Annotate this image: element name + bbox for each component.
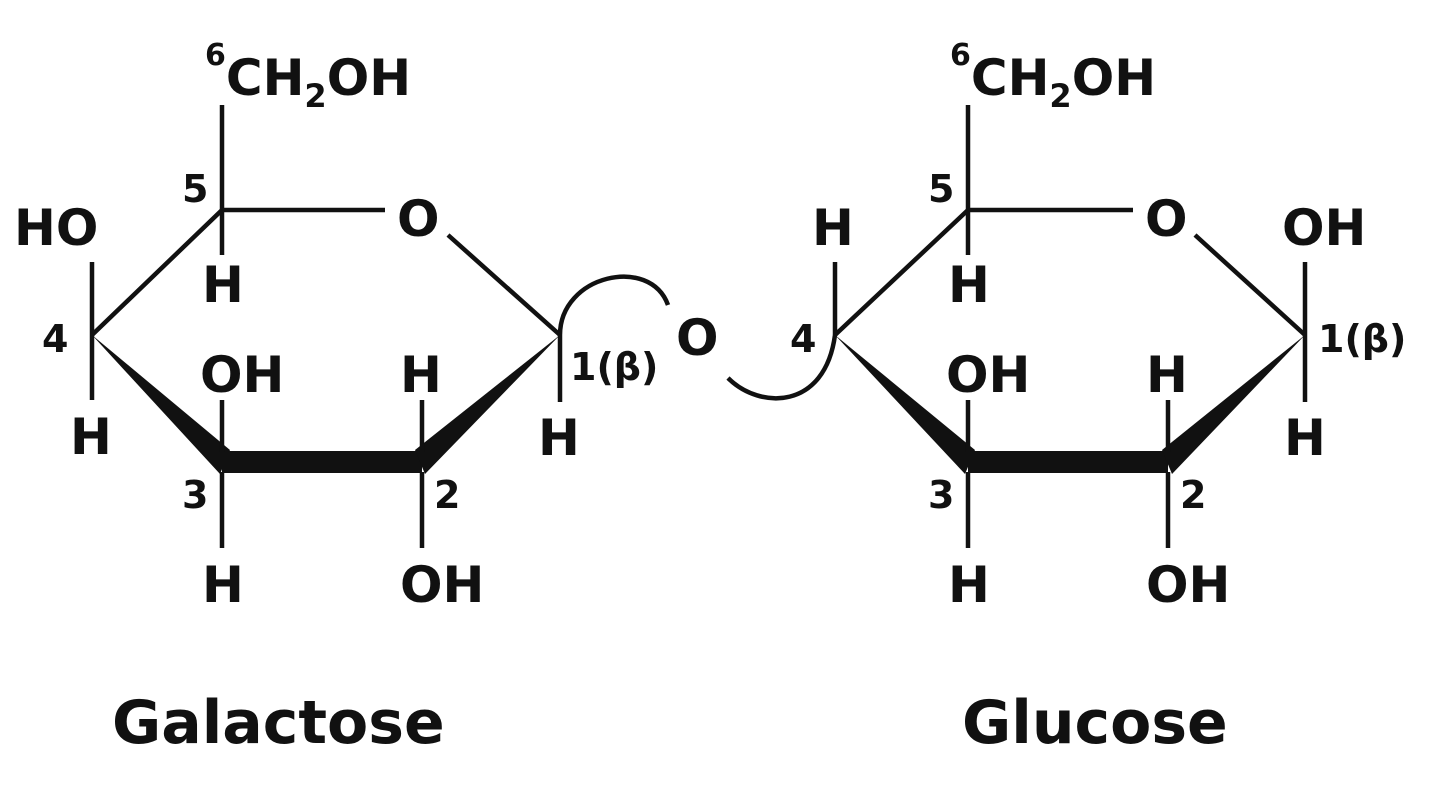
galactose-c2-oh: OH xyxy=(400,556,484,614)
galactose-c6-group: 6CH2OH xyxy=(205,38,411,115)
glucose-c1-oh: OH xyxy=(1282,199,1366,257)
glucose-c1-label: 1(β) xyxy=(1318,317,1406,361)
galactose-ring-bonds xyxy=(89,105,563,548)
galactose-c3-h: H xyxy=(202,556,244,614)
glucose-c3-oh: OH xyxy=(946,346,1030,404)
glucose-c2-number: 2 xyxy=(1180,473,1206,517)
galactose-c6-ch: CH xyxy=(226,49,305,107)
galactose-c3-oh: OH xyxy=(200,346,284,404)
galactose-ring-oxygen: O xyxy=(397,190,440,248)
galactose-c6-oh: OH xyxy=(327,49,411,107)
galactose-c6-subscript: 2 xyxy=(304,77,326,115)
galactose-c6-number: 6 xyxy=(205,38,226,73)
glycosidic-oxygen: O xyxy=(676,309,719,367)
glucose-c3-h: H xyxy=(948,556,990,614)
glucose-c4-c3-wedge xyxy=(835,335,975,474)
galactose-c3-number: 3 xyxy=(182,473,208,517)
galactose-c4-c3-wedge xyxy=(92,335,230,474)
galactose-c4-ho: HO xyxy=(14,199,98,257)
glycosidic-arc-left xyxy=(557,274,671,336)
glucose-c2-c1-wedge xyxy=(1162,335,1305,474)
glucose-c5-c4-bond xyxy=(833,208,970,337)
glucose-c6-ch: CH xyxy=(971,49,1050,107)
galactose-c5-h: H xyxy=(202,256,244,314)
glucose-c6-number: 6 xyxy=(950,38,971,73)
glucose-c2-oh: OH xyxy=(1146,556,1230,614)
glucose-o-c1-bond xyxy=(1193,233,1307,337)
galactose-c2-c1-wedge xyxy=(415,335,560,474)
glycosidic-arc-right xyxy=(726,334,838,401)
glucose-c6-oh: OH xyxy=(1072,49,1156,107)
glucose-c6-group: 6CH2OH xyxy=(950,38,1156,115)
glucose-c5-number: 5 xyxy=(928,167,954,211)
glucose-c2-h: H xyxy=(1146,346,1188,404)
galactose-c5-c4-bond xyxy=(90,208,224,337)
glucose-c4-h: H xyxy=(812,199,854,257)
glucose-c1-h: H xyxy=(1284,409,1326,467)
glycosidic-linkage: O xyxy=(557,274,838,401)
glucose-ring-oxygen: O xyxy=(1145,190,1188,248)
galactose-c4-number: 4 xyxy=(42,317,68,361)
glucose-c3-number: 3 xyxy=(928,473,954,517)
galactose-c2-h: H xyxy=(400,346,442,404)
galactose-molecule: 6CH2OH O 5 H HO 4 H OH 3 H H 2 OH 1(β) H… xyxy=(14,38,658,758)
glucose-c4-number: 4 xyxy=(790,317,816,361)
galactose-c1-h: H xyxy=(538,409,580,467)
glucose-molecule: 6CH2OH O 5 H H 4 OH 3 H H 2 OH OH 1(β) H… xyxy=(790,38,1406,758)
galactose-c1-label: 1(β) xyxy=(570,345,658,389)
glucose-c6-subscript: 2 xyxy=(1049,77,1071,115)
galactose-c4-h: H xyxy=(70,408,112,466)
galactose-name: Galactose xyxy=(112,688,445,758)
galactose-c2-number: 2 xyxy=(434,473,460,517)
galactose-o-c1-bond xyxy=(446,233,562,337)
galactose-c5-number: 5 xyxy=(182,167,208,211)
glucose-c5-h: H xyxy=(948,256,990,314)
glucose-ring-bonds xyxy=(832,105,1308,548)
glucose-name: Glucose xyxy=(962,688,1228,758)
